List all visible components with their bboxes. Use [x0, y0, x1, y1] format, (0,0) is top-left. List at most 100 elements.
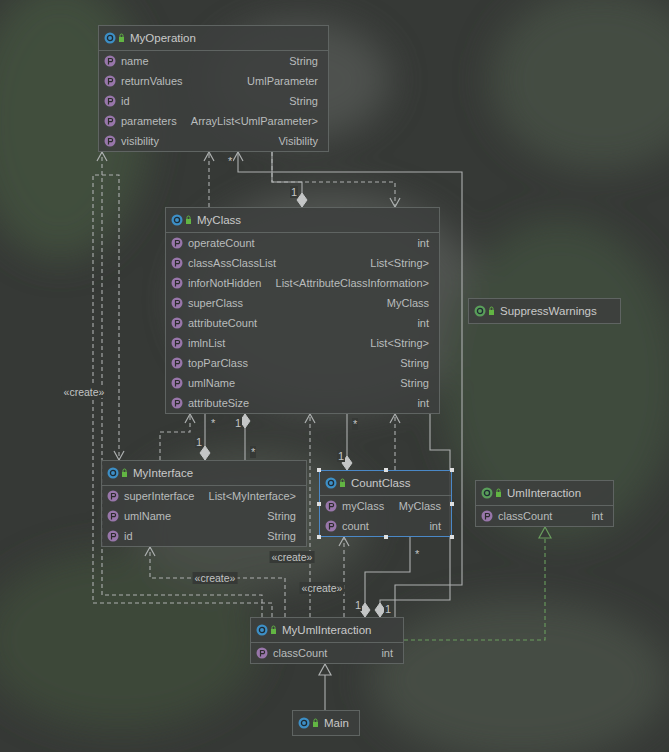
field-type: String [388, 357, 429, 369]
field-icon [171, 357, 183, 369]
class-header: SuppressWarnings [469, 299, 620, 323]
icon-disc [172, 238, 183, 249]
visibility-mark [313, 722, 318, 727]
field-type: MyClass [387, 500, 441, 512]
class-header: MyOperation [99, 26, 328, 51]
field-type: String [277, 95, 318, 107]
icon-disc [108, 468, 119, 479]
visibility-mark [122, 472, 127, 477]
field-type: String [255, 510, 296, 522]
multiplicity: * [352, 418, 358, 430]
field-name: umlName [124, 510, 171, 522]
icon-disc [326, 501, 337, 512]
field-row: returnValuesUmlParameter [99, 71, 328, 91]
class-name: SuppressWarnings [500, 305, 597, 317]
icon-mark [330, 504, 334, 510]
icon-mark [328, 480, 333, 485]
class-name: MyOperation [130, 32, 196, 44]
field-name: visibility [121, 135, 159, 147]
field-name: name [121, 55, 149, 67]
class-header: MyInterface [102, 461, 306, 486]
field-name: classCount [498, 510, 552, 522]
icon-mark [176, 281, 180, 287]
field-type: int [405, 237, 429, 249]
connector [272, 152, 307, 207]
icon-mark [176, 241, 180, 247]
selection-handle [450, 468, 454, 472]
connector-line [365, 537, 410, 617]
multiplicity: 1 [234, 417, 242, 429]
arrow-head [145, 547, 155, 556]
connector [272, 152, 400, 207]
field-name: classAssClassList [188, 257, 276, 269]
visibility-mark [340, 482, 345, 487]
field-icon [171, 377, 183, 389]
icon-disc [326, 478, 337, 489]
field-type: int [405, 397, 429, 409]
class-header: UmlInteraction [476, 481, 613, 506]
selection-handle [317, 468, 321, 472]
icon-mark [109, 119, 113, 125]
icon-mark [107, 35, 112, 40]
field-name: umlName [188, 377, 235, 389]
stereotype-label: «create» [270, 551, 315, 563]
field-name: imlnList [188, 337, 225, 349]
visibility-mark [123, 469, 126, 472]
icon-disc [257, 648, 268, 659]
class-icon [256, 624, 278, 636]
field-icon [171, 397, 183, 409]
field-type: ArrayList<UmlParameter> [179, 115, 318, 127]
icon-disc [257, 625, 268, 636]
field-icon [481, 510, 493, 522]
icon-disc [105, 76, 116, 87]
blob [440, 220, 669, 540]
class-header: Main [293, 711, 359, 735]
class-header: CountClass [320, 471, 451, 496]
field-icon [256, 647, 268, 659]
arrow-head [339, 537, 349, 546]
icon-disc [482, 488, 493, 499]
icon-disc [172, 358, 183, 369]
field-row: operateCountint [166, 233, 439, 253]
stereotype-label: «create» [62, 386, 107, 398]
connector [319, 664, 331, 710]
class-box: CountClassmyClassMyClasscountint [319, 470, 452, 537]
class-header: MyClass [166, 208, 439, 233]
field-icon [107, 510, 119, 522]
icon-disc [172, 278, 183, 289]
class-box: MyClassoperateCountintclassAssClassListL… [165, 207, 440, 414]
icon-mark [176, 381, 180, 387]
field-icon [171, 337, 183, 349]
multiplicity: * [414, 548, 420, 560]
field-name: classCount [273, 647, 327, 659]
selection-handle [384, 535, 388, 539]
icon-mark [109, 99, 113, 105]
field-icon [104, 135, 116, 147]
connector [390, 414, 400, 470]
class-name: Main [324, 717, 349, 729]
stereotype-label: «create» [300, 582, 345, 594]
connector-line [394, 414, 395, 470]
icon-disc [299, 718, 310, 729]
class-name: UmlInteraction [507, 487, 581, 499]
visibility-mark [119, 37, 124, 42]
icon-mark [176, 361, 180, 367]
field-icon [325, 500, 337, 512]
icon-mark [176, 401, 180, 407]
field-row: superInterfaceList<MyInterface> [102, 486, 306, 506]
multiplicity: 1 [337, 450, 345, 462]
field-row: parametersArrayList<UmlParameter> [99, 111, 328, 131]
connector-line [208, 152, 209, 207]
field-type: Visibility [266, 135, 318, 147]
field-type: String [277, 55, 318, 67]
connector [204, 152, 214, 207]
multiplicity: * [250, 446, 256, 458]
connector-line [272, 152, 395, 207]
field-name: myClass [342, 500, 384, 512]
field-row: topParClassString [166, 353, 439, 373]
icon-mark [176, 321, 180, 327]
class-box: MyUmlInteractionclassCountint [250, 617, 404, 664]
field-name: id [124, 530, 133, 542]
field-row: classCountint [251, 643, 403, 663]
